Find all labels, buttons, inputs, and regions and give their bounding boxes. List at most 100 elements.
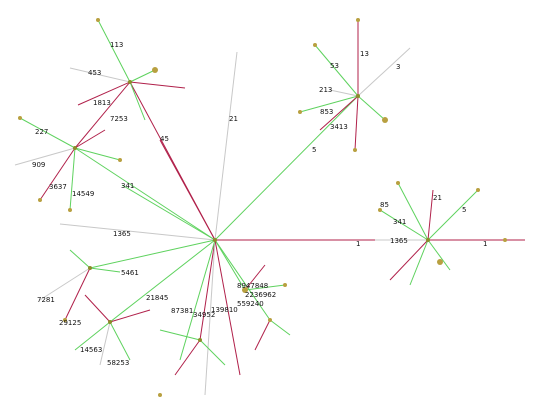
node-leaf-14 — [378, 208, 382, 212]
edge-label: 3637 — [49, 183, 67, 191]
edge-tl-13 — [74, 129, 106, 149]
edge-bc-1 — [159, 329, 201, 341]
node-leaf-2 — [152, 67, 158, 73]
node-topleft — [128, 80, 132, 84]
edge-label: 14563 — [80, 346, 102, 354]
edge-label: 1 — [356, 240, 360, 248]
edge-hub-to-left-grey — [59, 223, 216, 241]
edge-r-2 — [427, 189, 434, 241]
node-leaf-20 — [283, 283, 287, 287]
edge-tl-5 — [129, 81, 186, 89]
edge-label: 21 — [433, 194, 442, 202]
edge-r-1 — [397, 182, 429, 241]
edge-tl-4 — [129, 69, 156, 83]
edge-tl-8 — [19, 117, 76, 149]
edge-tl-9 — [14, 147, 76, 166]
edge-hub-to-topright — [214, 95, 359, 241]
edge-bc-4 — [244, 284, 286, 291]
node-leaf-5 — [38, 198, 42, 202]
edge-label: 909 — [32, 161, 45, 169]
edge-hub-to-bottom4 — [204, 239, 216, 396]
edge-label: 13 — [360, 50, 369, 58]
edge-label: 113 — [110, 41, 123, 49]
edge-label: 29125 — [59, 319, 81, 327]
edge-label: 2236962 — [245, 291, 276, 299]
edge-label: 87381 — [171, 307, 193, 315]
edge-tr-7 — [354, 95, 359, 151]
edge-bl-9 — [84, 294, 111, 323]
edge-hub-to-topleft-green — [74, 147, 216, 241]
edge-bl-7 — [109, 321, 131, 361]
edges-layer — [14, 19, 525, 396]
edge-label: 1365 — [113, 230, 131, 238]
edge-label: 453 — [88, 69, 101, 77]
edge-r-8 — [409, 239, 429, 286]
edge-tr-6 — [357, 95, 386, 121]
edge-r-4 — [379, 209, 429, 241]
edge-hub-to-top-grey — [214, 51, 238, 241]
edge-label: 8947848 — [237, 282, 268, 290]
edge-label: 45 — [160, 135, 169, 143]
edge-bc-7 — [254, 319, 271, 351]
edge-label: 341 — [121, 182, 134, 190]
node-leaf-19 — [158, 393, 162, 397]
node-leaf-4 — [118, 158, 122, 162]
edge-bl-1 — [39, 267, 91, 301]
edge-label: 1 — [483, 240, 487, 248]
edge-label: 1365 — [390, 237, 408, 245]
node-leaf-13 — [476, 188, 480, 192]
edge-tl-2 — [69, 67, 131, 83]
edge-label: 227 — [35, 128, 48, 136]
edge-r-3 — [427, 189, 479, 241]
node-leaf-1 — [96, 18, 100, 22]
labels-layer: 113 453 1813 7253 45 21 227 909 3637 145… — [32, 41, 487, 367]
edge-tl-11 — [69, 147, 76, 211]
edge-hub-to-upper — [159, 139, 216, 241]
edge-label: 341 — [393, 218, 406, 226]
edge-hub-to-bottom6 — [214, 239, 241, 376]
node-bottom — [108, 320, 112, 324]
edge-bc-3 — [199, 339, 226, 366]
node-leaf-16 — [437, 259, 443, 265]
edge-tr-4 — [299, 95, 359, 113]
edge-tr-8 — [329, 89, 359, 97]
node-leaf-10 — [382, 117, 388, 123]
edge-label: 1813 — [93, 99, 111, 107]
edge-bl-6 — [99, 321, 111, 366]
edge-tr-2 — [357, 47, 411, 97]
edge-label: 58253 — [107, 359, 129, 367]
node-leaf-18 — [268, 318, 272, 322]
node-leaf-17 — [242, 287, 248, 293]
edge-hub-to-bottom3 — [214, 239, 246, 291]
node-bottomcenter — [198, 338, 202, 342]
edge-hub-to-bottom — [109, 239, 216, 323]
node-leaf-9 — [298, 110, 302, 114]
edge-label: 14549 — [72, 190, 94, 198]
edge-label: 559240 — [237, 300, 264, 308]
edge-label: 5461 — [121, 269, 139, 277]
edge-label: 3 — [396, 63, 400, 71]
edge-label: 139810 — [211, 306, 238, 314]
edge-label: 7253 — [110, 115, 128, 123]
edge-bl-2 — [64, 267, 91, 321]
edge-tl-7 — [129, 81, 146, 121]
node-leaf-21 — [63, 318, 67, 322]
edge-bl-4 — [69, 249, 91, 269]
edge-tr-5 — [319, 95, 359, 131]
edge-hub-to-bottomleft — [89, 239, 216, 269]
edge-bl-3 — [89, 267, 121, 273]
edge-tl-3 — [77, 81, 131, 106]
node-leaf-12 — [396, 181, 400, 185]
edge-label: 5 — [462, 206, 466, 214]
node-leaf-8 — [313, 43, 317, 47]
edge-hub-to-bottom5 — [179, 239, 216, 361]
edge-bl-8 — [109, 309, 151, 323]
edge-tr-3 — [314, 44, 359, 97]
node-left — [73, 146, 77, 150]
edge-tl-1 — [97, 19, 131, 83]
node-bottomleft — [88, 266, 92, 270]
edge-hub-to-bottomright — [214, 239, 271, 321]
nodes-layer — [18, 18, 507, 397]
edge-label: 34952 — [193, 311, 215, 319]
